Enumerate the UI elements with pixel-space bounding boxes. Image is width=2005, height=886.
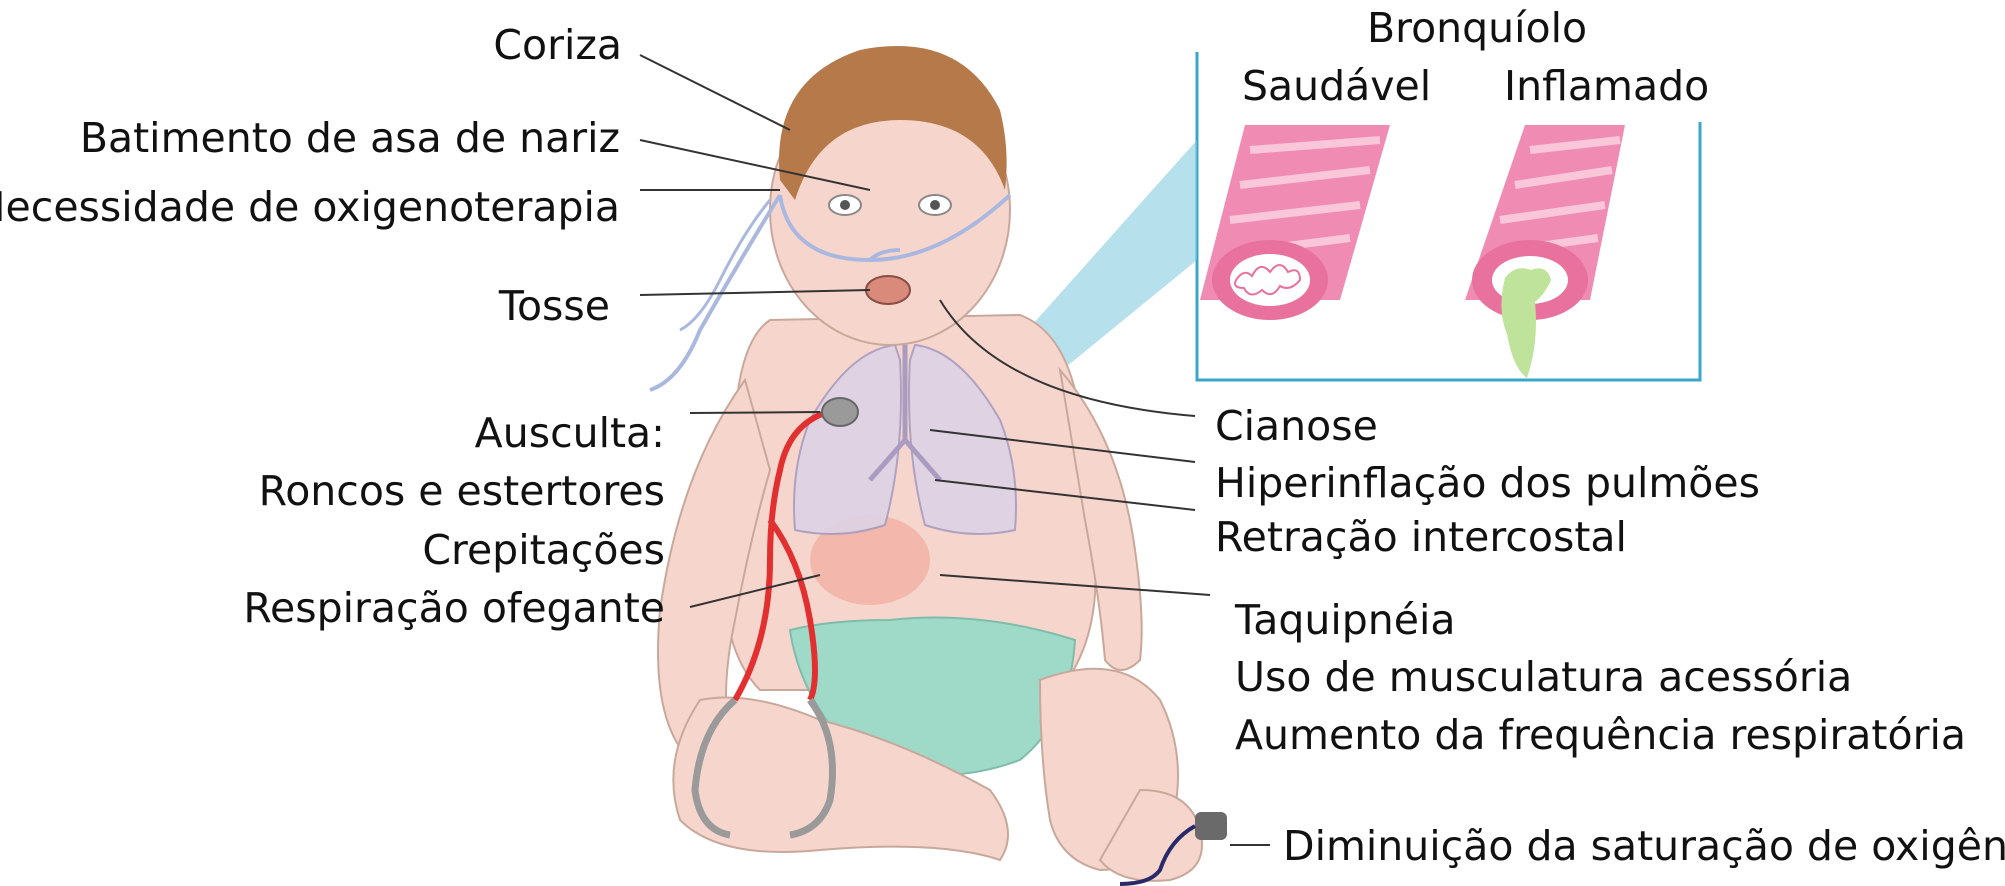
label-crepitacoes: Crepitações (422, 530, 665, 571)
label-respiracao: Respiração ofegante (243, 588, 665, 629)
label-musculatura: Uso de musculatura acessória (1235, 657, 1852, 698)
inset-healthy-label: Saudável (1242, 66, 1431, 107)
label-retracao: Retração intercostal (1215, 517, 1627, 558)
inflamed-bronchiole-graphic (1465, 125, 1625, 378)
inset-title: Bronquíolo (1367, 8, 1587, 49)
healthy-bronchiole-graphic (1200, 125, 1390, 320)
label-taquipneia: Taquipnéia (1235, 600, 1456, 641)
label-coriza: Coriza (493, 25, 622, 66)
label-ausculta: Ausculta: (475, 413, 665, 454)
inset-inflamed-label: Inflamado (1504, 66, 1709, 107)
label-saturacao: Diminuição da saturação de oxigênio (1283, 826, 2005, 867)
label-cianose: Cianose (1215, 406, 1378, 447)
infant-body (658, 315, 1202, 881)
label-roncos: Roncos e estertores (259, 471, 665, 512)
label-hiperinflacao: Hiperinflação dos pulmões (1215, 463, 1760, 504)
label-frequencia: Aumento da frequência respiratória (1235, 715, 1966, 756)
label-tosse: Tosse (499, 286, 610, 327)
label-batimento: Batimento de asa de nariz (80, 118, 620, 159)
label-oxigenoterapia: Necessidade de oxigenoterapia (0, 187, 620, 228)
